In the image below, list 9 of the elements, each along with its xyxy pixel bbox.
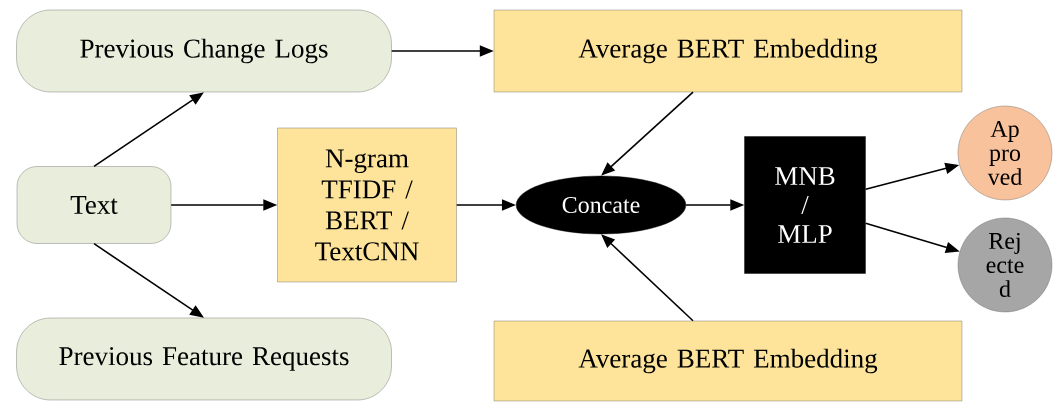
process-box: Average BERT Embedding — [493, 9, 963, 93]
process-box: Previous Feature Requests — [16, 317, 392, 401]
process-box: Average BERT Embedding — [493, 320, 963, 402]
arrow — [601, 91, 694, 176]
process-box: N-gram TFIDF / BERT / TextCNN — [277, 127, 457, 283]
arrow — [601, 234, 694, 322]
process-box: MNB / MLP — [744, 136, 866, 274]
process-box: Text — [16, 166, 172, 244]
process-box: Previous Change Logs — [16, 9, 392, 93]
